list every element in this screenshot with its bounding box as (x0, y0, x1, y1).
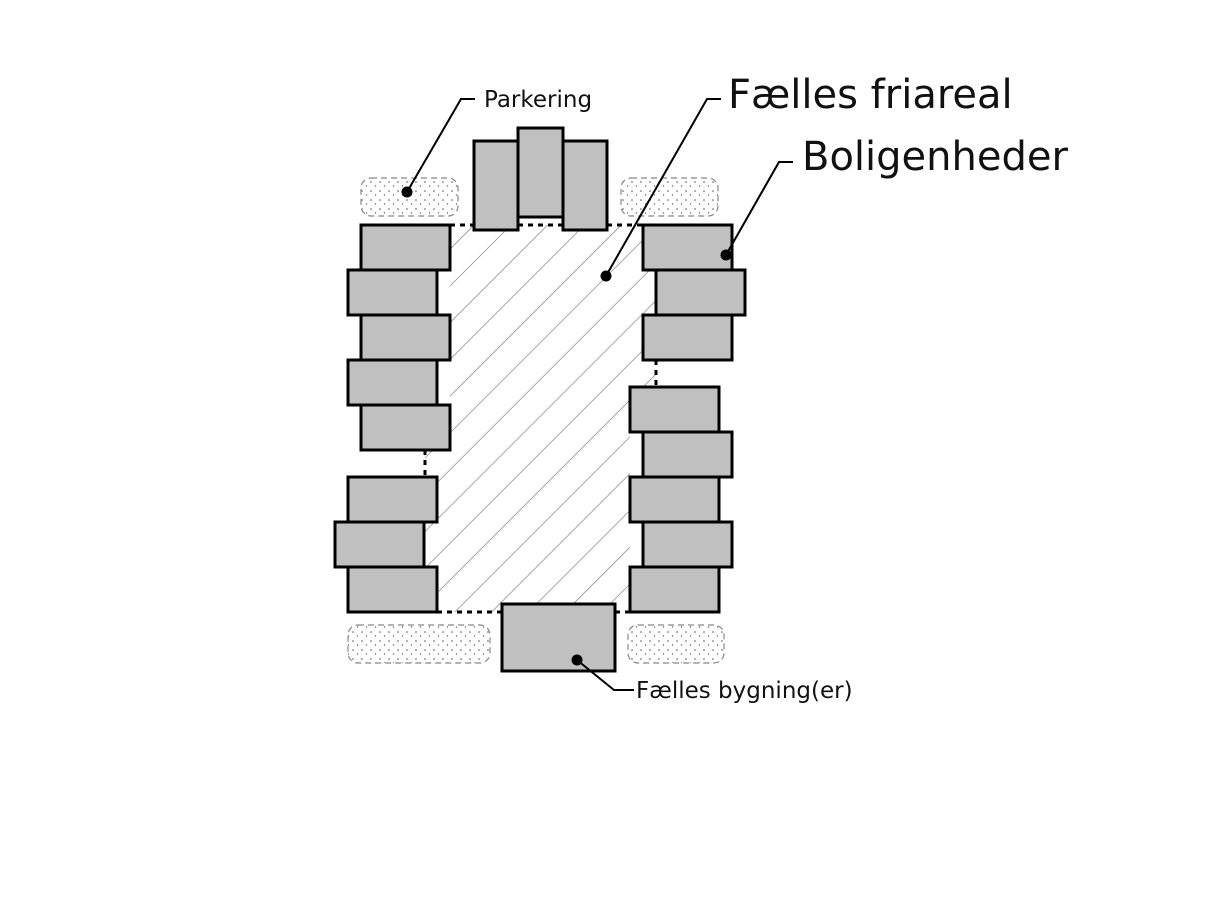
dwelling-unit (346, 475, 439, 524)
dwelling-unit (641, 223, 734, 272)
common-building (500, 602, 617, 673)
dwelling-unit (628, 475, 721, 524)
dwelling-unit (628, 565, 721, 614)
leader-common-open-space (600, 98, 721, 282)
dwelling-unit (346, 565, 439, 614)
dwelling-unit (628, 385, 721, 434)
label-dwellings: Boligenheder (802, 134, 1068, 180)
dwelling-unit (472, 139, 520, 232)
label-common-open-space: Fælles friareal (728, 72, 1013, 118)
parking-area (347, 624, 491, 664)
dwelling-unit (333, 520, 426, 569)
leader-dwellings (720, 161, 793, 261)
dwelling-unit (654, 268, 747, 317)
parking-area (620, 177, 719, 217)
leader-parking (401, 98, 475, 198)
dwelling-unit (641, 520, 734, 569)
label-parking: Parkering (484, 87, 592, 113)
dwelling-unit (359, 313, 452, 362)
dwelling-unit (346, 268, 439, 317)
dwelling-unit (359, 223, 452, 272)
dwelling-unit (516, 126, 565, 219)
open-space-boundary (423, 223, 658, 614)
dwelling-unit (359, 403, 452, 452)
parking-area (360, 177, 459, 217)
dwelling-unit (641, 313, 734, 362)
leader-common-buildings (571, 654, 634, 691)
parking-area (627, 624, 725, 664)
common-open-space-area (425, 225, 656, 612)
label-common-buildings: Fælles bygning(er) (636, 678, 853, 704)
dwelling-unit (641, 430, 734, 479)
dwelling-unit (346, 358, 439, 407)
dwelling-unit (561, 139, 609, 232)
